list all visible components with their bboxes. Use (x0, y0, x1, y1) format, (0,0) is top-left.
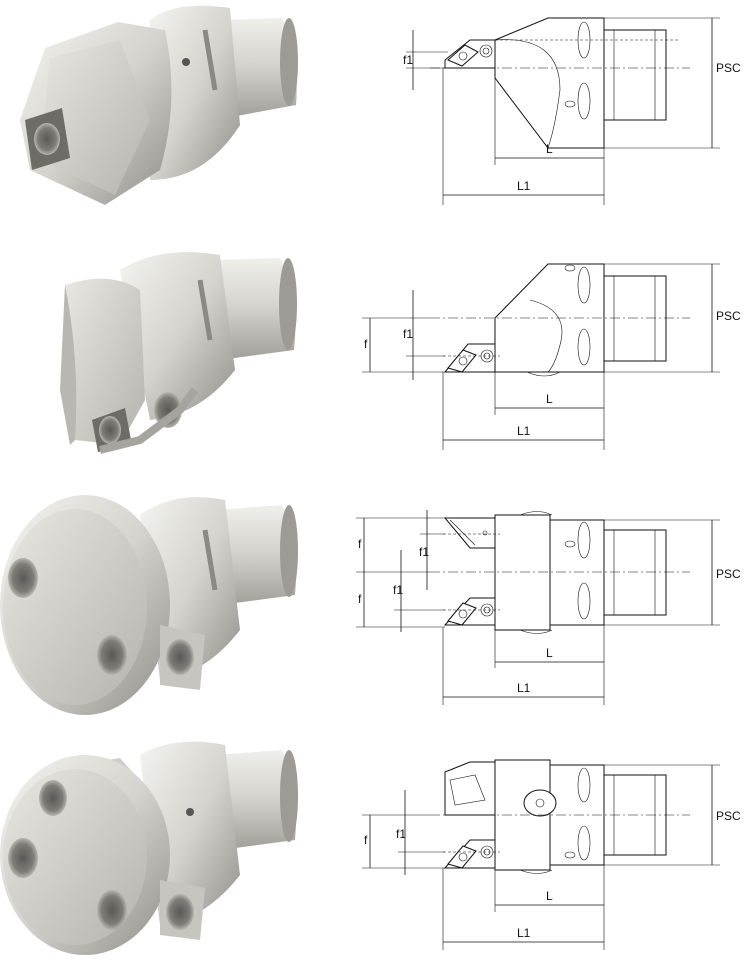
label-L: L (546, 889, 553, 903)
label-L: L (546, 646, 553, 660)
label-f-bottom: f (358, 592, 362, 606)
variant-row-1: f1 L L1 PSC (0, 0, 746, 215)
variant-row-3: f f f1 f1 L L1 PSC (0, 485, 746, 715)
label-L1: L1 (517, 926, 531, 940)
label-L1: L1 (517, 424, 531, 438)
label-L1: L1 (517, 681, 531, 695)
label-f1: f1 (403, 327, 413, 341)
tool-holder-render-3 (0, 495, 298, 715)
dimension-drawing-2: f f1 L L1 PSC (362, 263, 741, 450)
label-PSC: PSC (716, 309, 741, 323)
label-f1-bottom: f1 (393, 583, 403, 597)
dimension-drawing-1: f1 L L1 PSC (403, 17, 741, 205)
label-f1: f1 (403, 53, 413, 67)
label-PSC: PSC (716, 567, 741, 581)
label-PSC: PSC (716, 809, 741, 823)
label-L: L (546, 142, 553, 156)
dimension-drawing-4: f f1 L L1 PSC (362, 759, 741, 950)
variant-row-2: f f1 L L1 PSC (0, 240, 746, 460)
label-L: L (546, 392, 553, 406)
label-f1-top: f1 (419, 545, 429, 559)
tool-holder-render-1 (20, 5, 298, 205)
label-L1: L1 (517, 179, 531, 193)
label-f: f (364, 833, 368, 847)
label-f1: f1 (396, 827, 406, 841)
label-f-top: f (358, 537, 362, 551)
label-f: f (364, 337, 368, 351)
label-PSC: PSC (716, 61, 741, 75)
tool-holder-render-4 (0, 741, 298, 955)
dimension-drawing-3: f f f1 f1 L L1 PSC (356, 510, 741, 705)
tool-holder-render-2 (60, 252, 297, 454)
variant-row-4: f f1 L L1 PSC (0, 730, 746, 962)
